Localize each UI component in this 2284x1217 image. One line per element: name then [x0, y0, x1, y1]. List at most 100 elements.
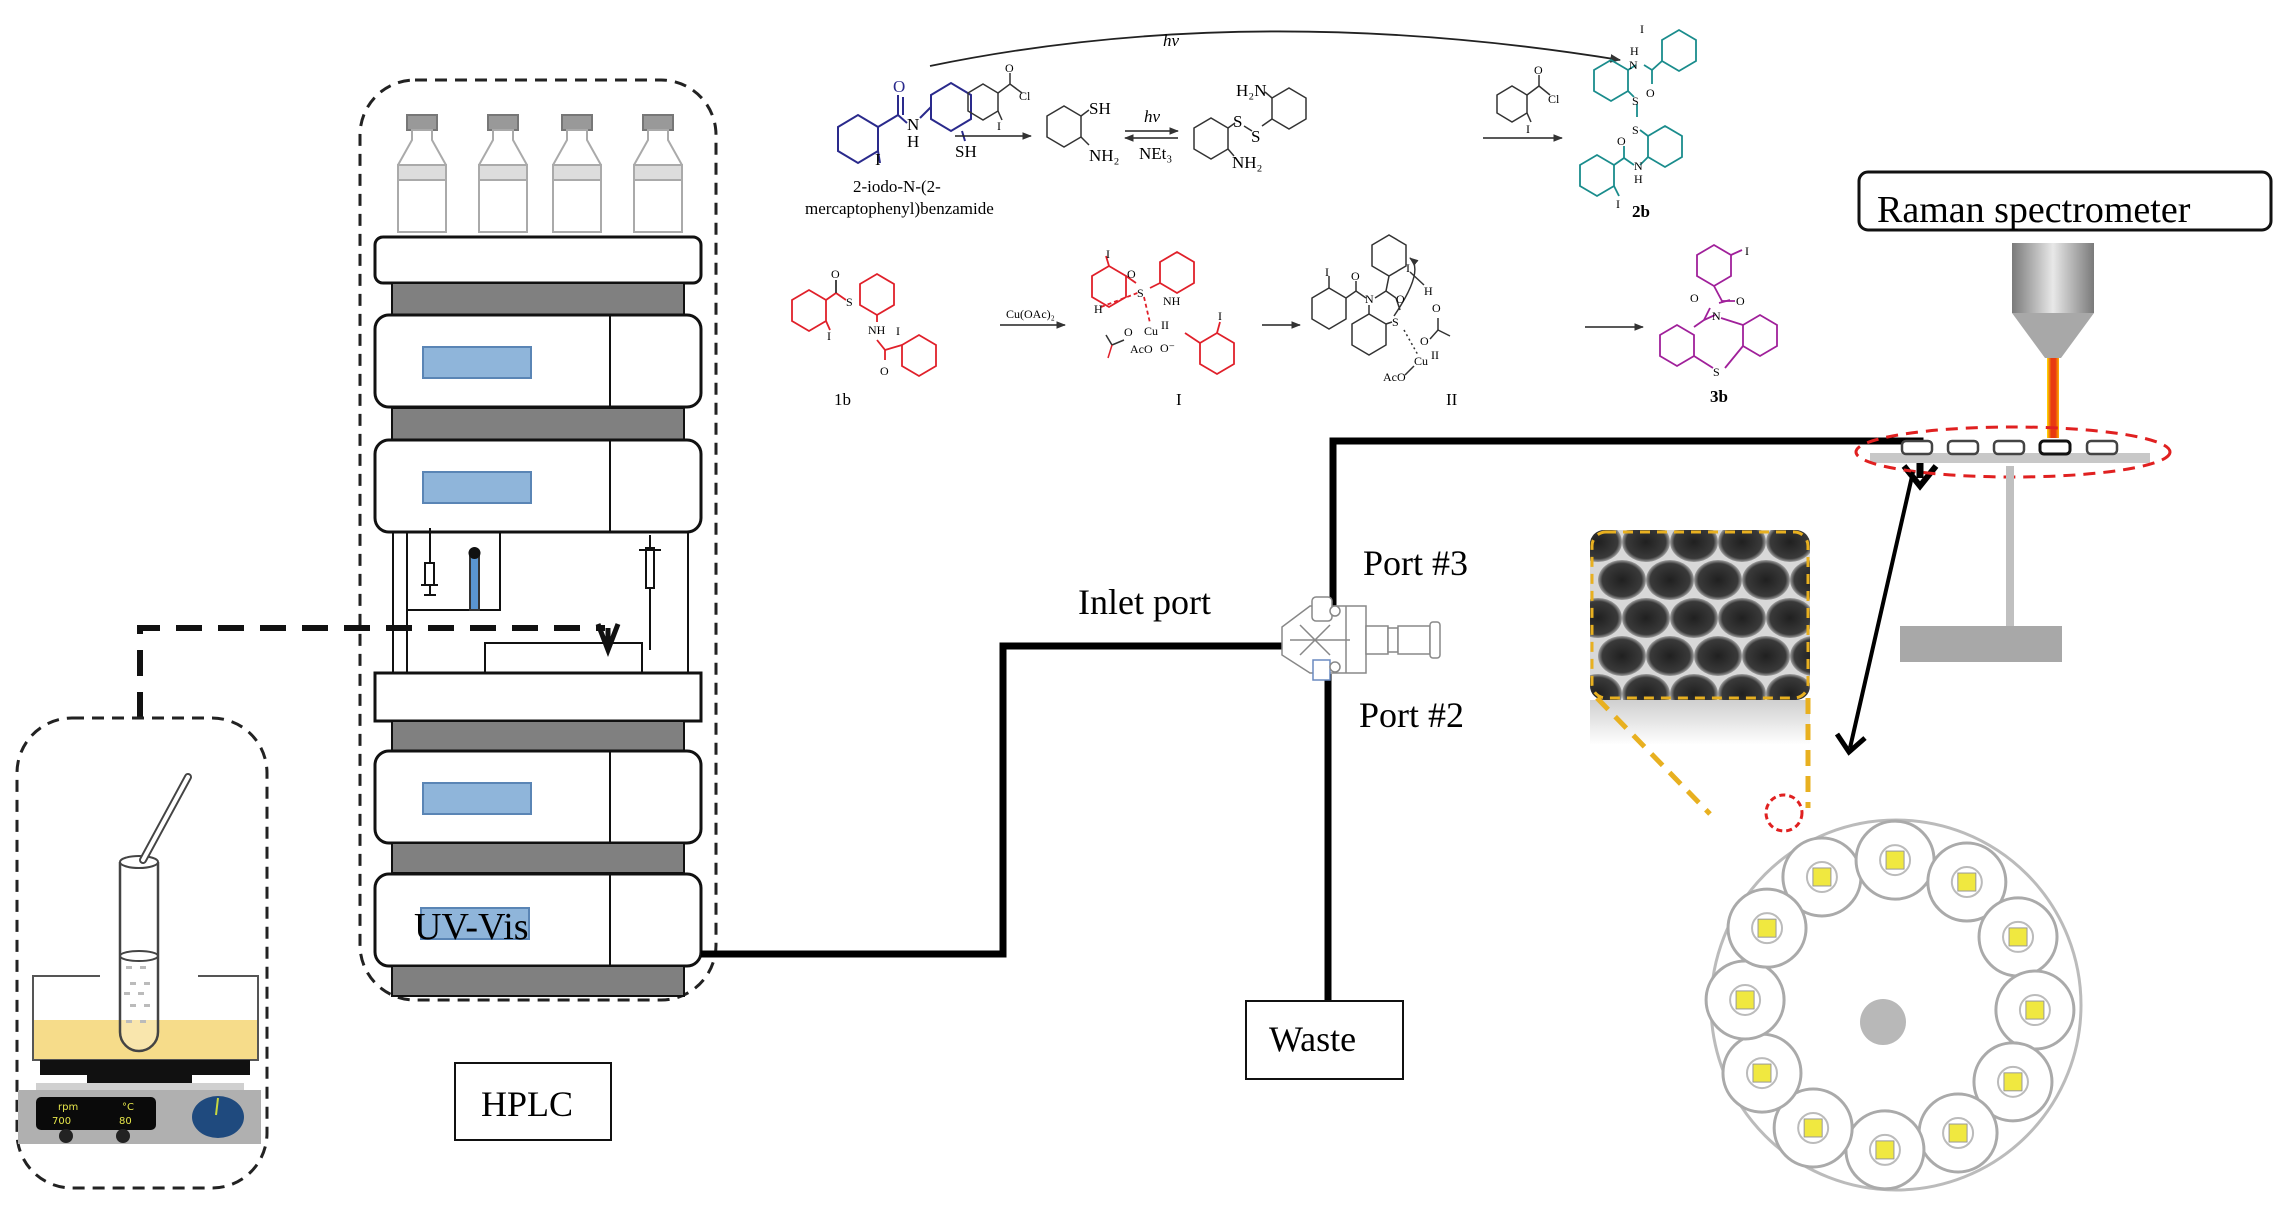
atom-O: O	[1432, 301, 1441, 315]
module-display	[420, 907, 530, 940]
atom-O: O	[1420, 334, 1429, 348]
sers-substrate-icon	[2025, 1000, 2045, 1020]
injection-needle-icon	[639, 535, 661, 650]
hplc-system: UV-Vis HPLC	[137, 78, 718, 1141]
reagent-2-iodobenzoyl-chloride	[967, 73, 1023, 121]
sers-substrate-icon	[2003, 1072, 2023, 1092]
strip-wells	[1900, 439, 2119, 456]
hotplate-display	[36, 1097, 156, 1130]
atom-O: O	[831, 267, 840, 281]
sers-substrate-icon	[1803, 1118, 1823, 1138]
product-3b	[1659, 243, 1778, 369]
atom-H: H	[907, 132, 919, 151]
hplc-band	[391, 842, 685, 874]
compound-label-1b: 1b	[834, 390, 851, 409]
atom-O: O	[880, 364, 889, 378]
nanoparticle	[1766, 598, 1810, 638]
nanoparticle	[1694, 636, 1742, 676]
hotplate-rim	[36, 1083, 244, 1091]
equilibrium-reverse-label: NEt₃	[1139, 144, 1172, 163]
bottle-icon	[478, 114, 528, 233]
solvent-bottles	[397, 114, 683, 233]
atom-Cl: Cl	[1019, 89, 1031, 103]
atom-O: O	[1396, 292, 1405, 306]
atom-SH: SH	[955, 142, 977, 161]
uv-vis-detector: UV-Vis	[373, 872, 703, 968]
atom-NH2: NH₂	[1089, 146, 1119, 165]
nanoparticle	[1598, 560, 1646, 600]
pump-module	[373, 438, 703, 534]
hplc-label-box	[454, 1062, 612, 1141]
equilibrium-forward-label: hν	[1144, 107, 1161, 126]
pump-module	[373, 313, 703, 409]
sers-substrate-icon	[1735, 990, 1755, 1010]
objective-lens-icon	[2012, 243, 2094, 313]
atom-Cu-oxidation: II	[1161, 318, 1169, 332]
atom-I: I	[1106, 247, 1110, 261]
atom-O: O	[893, 77, 905, 96]
compound-label-2b: 2b	[1632, 202, 1650, 221]
atom-N: N	[1629, 58, 1638, 72]
atom-AcO: AcO	[1130, 342, 1153, 356]
nanoparticle	[1646, 636, 1694, 676]
nanoparticle	[1790, 636, 1810, 676]
bottle-icon	[397, 114, 447, 233]
heat-knob-icon	[116, 1129, 130, 1143]
sers-substrate-icon	[1812, 867, 1832, 887]
nanoparticle	[1670, 598, 1718, 638]
atom-I: I	[1640, 22, 1644, 36]
nanoparticle	[1790, 560, 1810, 600]
reaction-dashed-border	[15, 716, 269, 1190]
pipette-icon	[139, 773, 192, 864]
switching-valve-icon	[1281, 596, 1441, 681]
sers-substrate-icon	[1885, 850, 1905, 870]
detector-module	[373, 749, 703, 845]
compound-aminothiophenol	[1046, 105, 1090, 148]
atom-O: O	[1534, 63, 1543, 77]
hplc-band	[391, 282, 685, 316]
hotplate-top-lower	[87, 1075, 192, 1083]
atom-H: H	[1424, 284, 1433, 298]
bottle-icon	[552, 114, 602, 233]
compound-label-II: II	[1446, 390, 1458, 409]
nanoparticle	[1718, 530, 1766, 562]
strip-to-plate-arrow	[1848, 471, 1915, 749]
intermediate-I	[1091, 250, 1235, 376]
atom-O: O	[1124, 325, 1133, 339]
nanoparticle	[1622, 674, 1670, 700]
compound-2-iodo-benzamide	[837, 81, 972, 165]
plate-well	[1704, 959, 1786, 1041]
atom-AcO: AcO	[1383, 370, 1406, 384]
plate-well	[1977, 896, 2059, 978]
atom-Cl: Cl	[1548, 92, 1560, 106]
control-dial-icon	[192, 1096, 244, 1138]
hplc-label: HPLC	[481, 1084, 573, 1124]
nanoparticle	[1766, 674, 1810, 700]
atom-O: O	[1736, 294, 1745, 308]
objective-cone	[2012, 313, 2094, 358]
atom-S: S	[1251, 127, 1260, 146]
atom-S: S	[1392, 315, 1399, 329]
hplc-band	[391, 720, 685, 752]
plate-well	[1926, 841, 2008, 923]
atom-I: I	[1325, 265, 1329, 279]
laser-beam	[2047, 358, 2059, 438]
atom-O: O	[1127, 267, 1136, 281]
atom-O: O	[1005, 61, 1014, 75]
atom-N: N	[907, 115, 919, 134]
sers-substrate-icon	[1875, 1140, 1895, 1160]
waste-label: Waste	[1269, 1019, 1356, 1059]
compound-label-3b: 3b	[1710, 387, 1728, 406]
temp-value: 80	[119, 1116, 132, 1127]
raman-label: Raman spectrometer	[1877, 189, 2191, 231]
reaction-scheme: hν O N H I SH 2-iodo-N-(2- mercaptopheny…	[791, 22, 1778, 409]
atom-Cu: Cu	[1144, 324, 1158, 338]
atom-S: S	[1632, 123, 1639, 137]
plate-arrow-icon	[1834, 732, 1867, 756]
plate-well	[1854, 819, 1936, 901]
atom-NH: NH	[1163, 294, 1181, 308]
nanoparticle	[1742, 636, 1790, 676]
oil-bath	[32, 1020, 258, 1060]
rpm-value: 700	[52, 1116, 71, 1127]
nanoparticle	[1670, 674, 1718, 700]
